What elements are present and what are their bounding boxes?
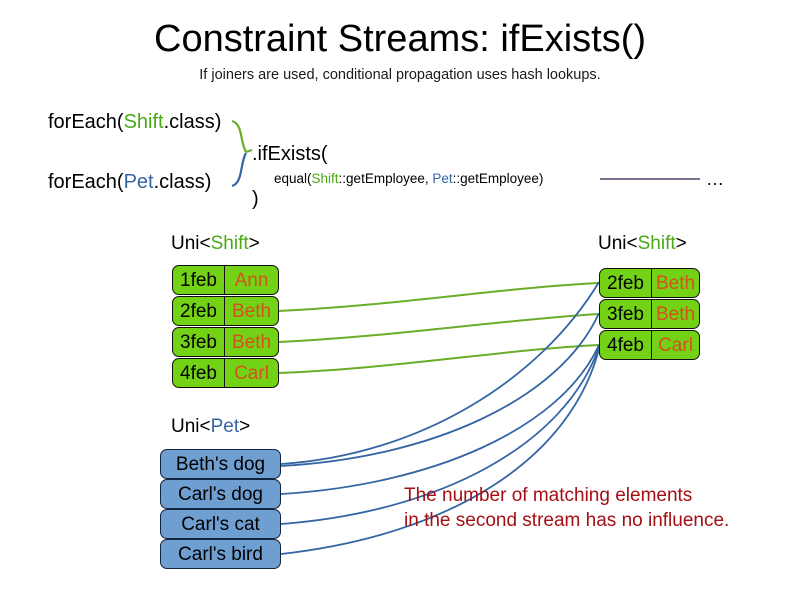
caption-left-pet-suffix: > bbox=[239, 416, 251, 437]
page-subtitle: If joiners are used, conditional propaga… bbox=[199, 67, 601, 83]
code-foreach-pet-prefix: forEach( bbox=[48, 171, 124, 193]
code-foreach-shift-prefix: forEach( bbox=[48, 111, 124, 133]
caption-left-pet-prefix: Uni< bbox=[171, 416, 211, 437]
list-item[interactable]: Beth's dog bbox=[160, 449, 281, 479]
code-equal-left-method: ::getEmployee, bbox=[338, 171, 433, 186]
table-row[interactable]: 4feb Carl bbox=[172, 358, 279, 388]
shift-date: 1feb bbox=[173, 266, 225, 294]
shift-employee: Carl bbox=[658, 334, 693, 356]
shift-date: 4feb bbox=[600, 331, 652, 359]
blue-link-carls-dog-4feb bbox=[280, 344, 600, 495]
brace-upper-green bbox=[231, 119, 247, 153]
code-equal-right-method: ::getEmployee) bbox=[452, 171, 544, 186]
green-link-3feb bbox=[278, 313, 600, 343]
caption-right-shift-type: Shift bbox=[637, 233, 676, 254]
pet-label: Beth's dog bbox=[175, 453, 266, 475]
annotation-line-2: in the second stream has no influence. bbox=[404, 510, 730, 531]
joiner-ellipsis: … bbox=[706, 169, 724, 189]
code-equal-right-type: Pet bbox=[432, 171, 453, 186]
blue-link-beths-dog-2feb bbox=[280, 281, 600, 465]
caption-right-shift-stream: Uni<Shift> bbox=[598, 232, 687, 255]
shift-date: 2feb bbox=[173, 297, 225, 325]
annotation-note: The number of matching elements in the s… bbox=[404, 483, 729, 533]
blue-link-beths-dog-3feb bbox=[280, 312, 600, 467]
caption-left-shift-suffix: > bbox=[248, 233, 260, 254]
code-foreach-shift: forEach(Shift.class) bbox=[48, 110, 221, 134]
code-close-paren: ) bbox=[252, 188, 259, 210]
page-title: Constraint Streams: ifExists() bbox=[154, 18, 646, 60]
caption-left-shift-stream: Uni<Shift> bbox=[171, 232, 260, 255]
green-link-4feb bbox=[278, 344, 600, 374]
caption-left-shift-type: Shift bbox=[210, 233, 249, 254]
list-item[interactable]: Carl's bird bbox=[160, 539, 281, 569]
code-foreach-pet: forEach(Pet.class) bbox=[48, 170, 211, 194]
caption-right-shift-prefix: Uni< bbox=[598, 233, 638, 254]
table-row[interactable]: 4feb Carl bbox=[599, 330, 700, 360]
annotation-line-1: The number of matching elements bbox=[404, 485, 693, 506]
code-foreach-shift-type: Shift bbox=[123, 111, 164, 133]
code-equal-prefix: equal( bbox=[274, 171, 312, 186]
table-row[interactable]: 1feb Ann bbox=[172, 265, 279, 295]
pet-label: Carl's bird bbox=[178, 543, 263, 565]
shift-date: 3feb bbox=[173, 328, 225, 356]
shift-employee: Beth bbox=[231, 300, 272, 322]
code-ifexists: .ifExists( bbox=[252, 143, 328, 165]
shift-employee: Beth bbox=[655, 272, 696, 294]
shift-employee: Beth bbox=[231, 331, 272, 353]
table-row[interactable]: 2feb Beth bbox=[599, 268, 700, 298]
caption-right-shift-suffix: > bbox=[675, 233, 687, 254]
table-row[interactable]: 3feb Beth bbox=[599, 299, 700, 329]
shift-employee: Carl bbox=[234, 362, 269, 384]
caption-left-shift-prefix: Uni< bbox=[171, 233, 211, 254]
list-item[interactable]: Carl's dog bbox=[160, 479, 281, 509]
code-foreach-pet-suffix: .class) bbox=[153, 171, 212, 193]
brace-lower-blue bbox=[231, 152, 247, 188]
shift-date: 2feb bbox=[600, 269, 652, 297]
shift-employee: Ann bbox=[234, 269, 269, 291]
code-equal-left-type: Shift bbox=[311, 171, 339, 186]
code-equal-joiner: equal(Shift::getEmployee, Pet::getEmploy… bbox=[274, 170, 543, 187]
code-foreach-pet-type: Pet bbox=[123, 171, 154, 193]
table-row[interactable]: 2feb Beth bbox=[172, 296, 279, 326]
caption-left-pet-type: Pet bbox=[210, 416, 240, 437]
shift-employee: Beth bbox=[655, 303, 696, 325]
pet-label: Carl's dog bbox=[178, 483, 263, 505]
green-link-2feb bbox=[278, 282, 600, 312]
shift-date: 4feb bbox=[173, 359, 225, 387]
caption-left-pet-stream: Uni<Pet> bbox=[171, 415, 250, 438]
list-item[interactable]: Carl's cat bbox=[160, 509, 281, 539]
table-row[interactable]: 3feb Beth bbox=[172, 327, 279, 357]
shift-date: 3feb bbox=[600, 300, 652, 328]
code-foreach-shift-suffix: .class) bbox=[163, 111, 222, 133]
pet-label: Carl's cat bbox=[181, 513, 260, 535]
